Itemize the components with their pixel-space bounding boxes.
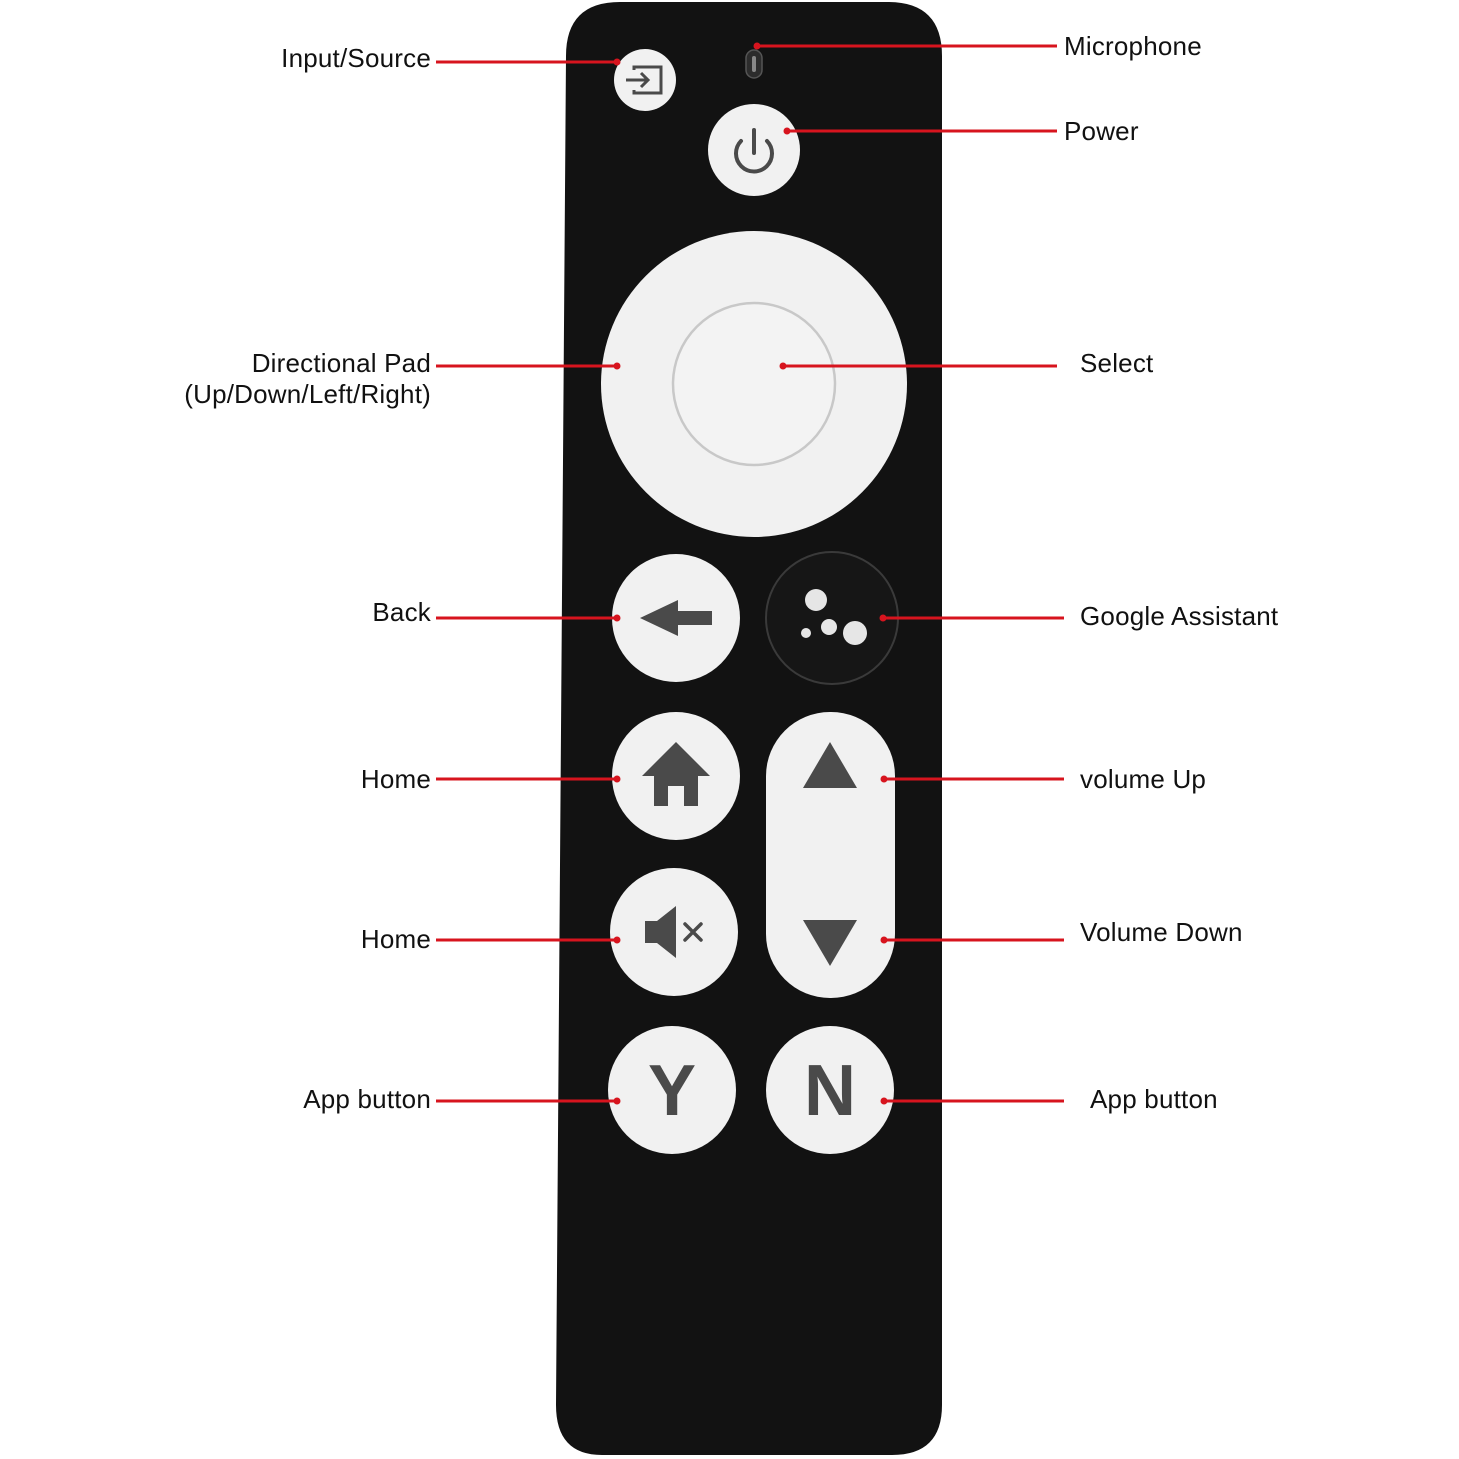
label-app-button-left: App button	[303, 1084, 431, 1114]
label-input-source: Input/Source	[281, 43, 431, 73]
label-microphone: Microphone	[1064, 31, 1202, 61]
power-icon	[734, 128, 774, 174]
label-back: Back	[372, 597, 431, 627]
back-button[interactable]	[612, 554, 740, 682]
back-arrow-icon	[640, 600, 712, 636]
label-select: Select	[1080, 348, 1154, 378]
mute-icon	[645, 906, 703, 958]
mute-button[interactable]	[610, 868, 738, 996]
label-app-button-right: App button	[1090, 1084, 1218, 1114]
home-button[interactable]	[612, 712, 740, 840]
app-button-n-letter: N	[804, 1051, 856, 1131]
label-google-assistant: Google Assistant	[1080, 601, 1279, 631]
app-button-y-letter: Y	[648, 1051, 696, 1131]
app-button-y[interactable]: Y	[608, 1026, 736, 1154]
volume-rocker[interactable]	[766, 712, 895, 998]
google-assistant-button[interactable]	[765, 551, 899, 685]
select-button[interactable]	[671, 301, 837, 467]
google-assistant-icon	[801, 589, 867, 645]
app-button-n[interactable]: N	[766, 1026, 894, 1154]
label-directional-pad: Directional Pad (Up/Down/Left/Right)	[184, 348, 431, 410]
volume-down-button[interactable]	[803, 920, 857, 966]
label-mute: Home	[360, 924, 431, 954]
label-volume-down: Volume Down	[1080, 917, 1243, 947]
power-button[interactable]	[708, 104, 800, 196]
label-directional-pad-line1: Directional Pad	[251, 348, 431, 378]
label-volume-up: volume Up	[1080, 764, 1207, 794]
input-source-icon	[626, 65, 663, 95]
label-home: Home	[360, 764, 431, 794]
label-power: Power	[1064, 116, 1139, 146]
remote-body	[556, 2, 942, 1455]
callout-lines	[436, 42, 1064, 1105]
label-directional-pad-line2: (Up/Down/Left/Right)	[184, 379, 431, 409]
home-icon	[642, 742, 710, 806]
microphone-hole	[745, 49, 763, 79]
input-source-button[interactable]	[614, 49, 676, 111]
volume-up-button[interactable]	[803, 742, 857, 788]
